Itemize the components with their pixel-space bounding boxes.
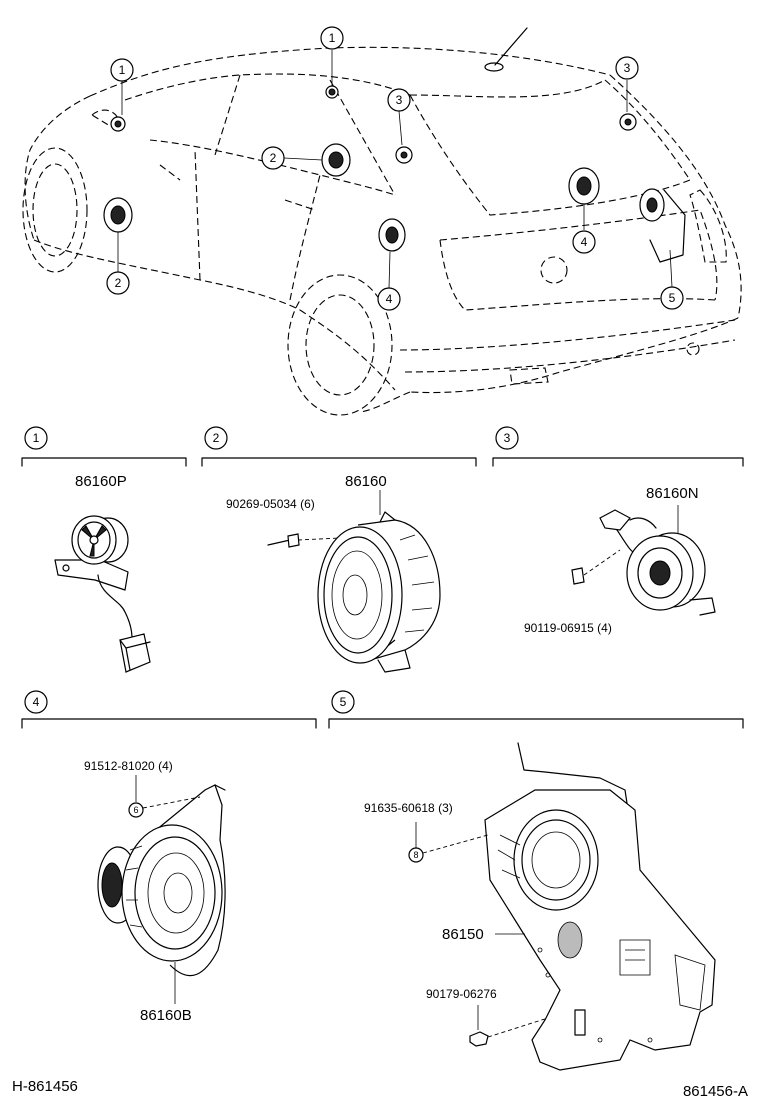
vehicle-callouts: 1 1 3 3 2 2 4 4 5 (106, 26, 684, 311)
part-86160-drawing (267, 511, 441, 673)
svg-text:2: 2 (270, 151, 277, 165)
speaker-icon (568, 167, 600, 205)
svg-text:1: 1 (119, 63, 126, 77)
svg-text:1: 1 (329, 31, 336, 45)
callout-2: 2 (106, 271, 130, 295)
callout-4: 4 (572, 230, 596, 254)
vehicle-overview (22, 27, 742, 416)
part-number-86160n: 86160N (646, 485, 699, 502)
section-2: 2 (201, 426, 477, 467)
part-number-90179-06276: 90179-06276 (426, 987, 497, 1001)
section-4: 4 (21, 690, 317, 729)
part-86160n-drawing (571, 509, 716, 616)
leader-91512-81020 (142, 796, 201, 809)
svg-text:5: 5 (669, 291, 676, 305)
part-number-90119-06915: 90119-06915 (4) (524, 621, 612, 635)
tweeter-icon (619, 113, 637, 131)
svg-text:8: 8 (413, 850, 418, 860)
section-5-index: 5 (340, 695, 347, 709)
part-86160p-drawing (54, 515, 151, 673)
part-86150-drawing (484, 742, 716, 1071)
section-3: 3 (492, 426, 744, 467)
svg-text:2: 2 (115, 276, 122, 290)
part-number-86150: 86150 (442, 926, 484, 943)
section-3-index: 3 (504, 431, 511, 445)
part-number-91635-60618: 91635-60618 (3) (364, 801, 453, 815)
section-1-index: 1 (33, 431, 40, 445)
tweeter-icon (395, 146, 413, 164)
part-86160b-drawing (97, 784, 226, 977)
leader-91635-60618 (422, 834, 489, 854)
svg-text:6: 6 (133, 805, 138, 815)
vehicle-speaker-icons (103, 85, 686, 263)
leader-90269-05034 (297, 537, 341, 541)
bolt-mark-6: 6 (128, 802, 144, 818)
part-number-86160: 86160 (345, 473, 387, 490)
section-2-index: 2 (213, 431, 220, 445)
leader-90179-06276 (487, 1017, 549, 1038)
svg-text:4: 4 (581, 235, 588, 249)
tweeter-icon (110, 116, 126, 132)
part-number-86160p: 86160P (75, 473, 127, 490)
part-number-86160b: 86160B (140, 1007, 192, 1024)
svg-text:3: 3 (624, 61, 631, 75)
callout-1: 1 (110, 58, 134, 82)
vehicle-leader-lines (117, 50, 673, 289)
svg-text:4: 4 (386, 292, 393, 306)
callout-1: 1 (320, 26, 344, 50)
tweeter-icon (325, 85, 339, 99)
speaker-icon (378, 218, 406, 252)
part-number-91512-81020: 91512-81020 (4) (84, 759, 173, 773)
svg-text:3: 3 (396, 93, 403, 107)
speaker-icon (321, 143, 351, 177)
speaker-icon (103, 197, 133, 233)
callout-3: 3 (615, 56, 639, 80)
diagram-code-right: 861456-A (683, 1083, 748, 1100)
callout-5: 5 (660, 286, 684, 310)
section-1: 1 (21, 426, 187, 467)
diagram-code-left: H-861456 (12, 1078, 78, 1095)
speaker-icon (639, 188, 686, 263)
bolt-mark-8: 8 (408, 847, 424, 863)
section-5: 5 (328, 690, 744, 729)
callout-2: 2 (261, 146, 285, 170)
part-number-90269-05034: 90269-05034 (6) (226, 497, 315, 511)
callout-4: 4 (377, 287, 401, 311)
callout-3: 3 (387, 88, 411, 112)
section-4-index: 4 (33, 695, 40, 709)
nut-icon (469, 1031, 489, 1047)
